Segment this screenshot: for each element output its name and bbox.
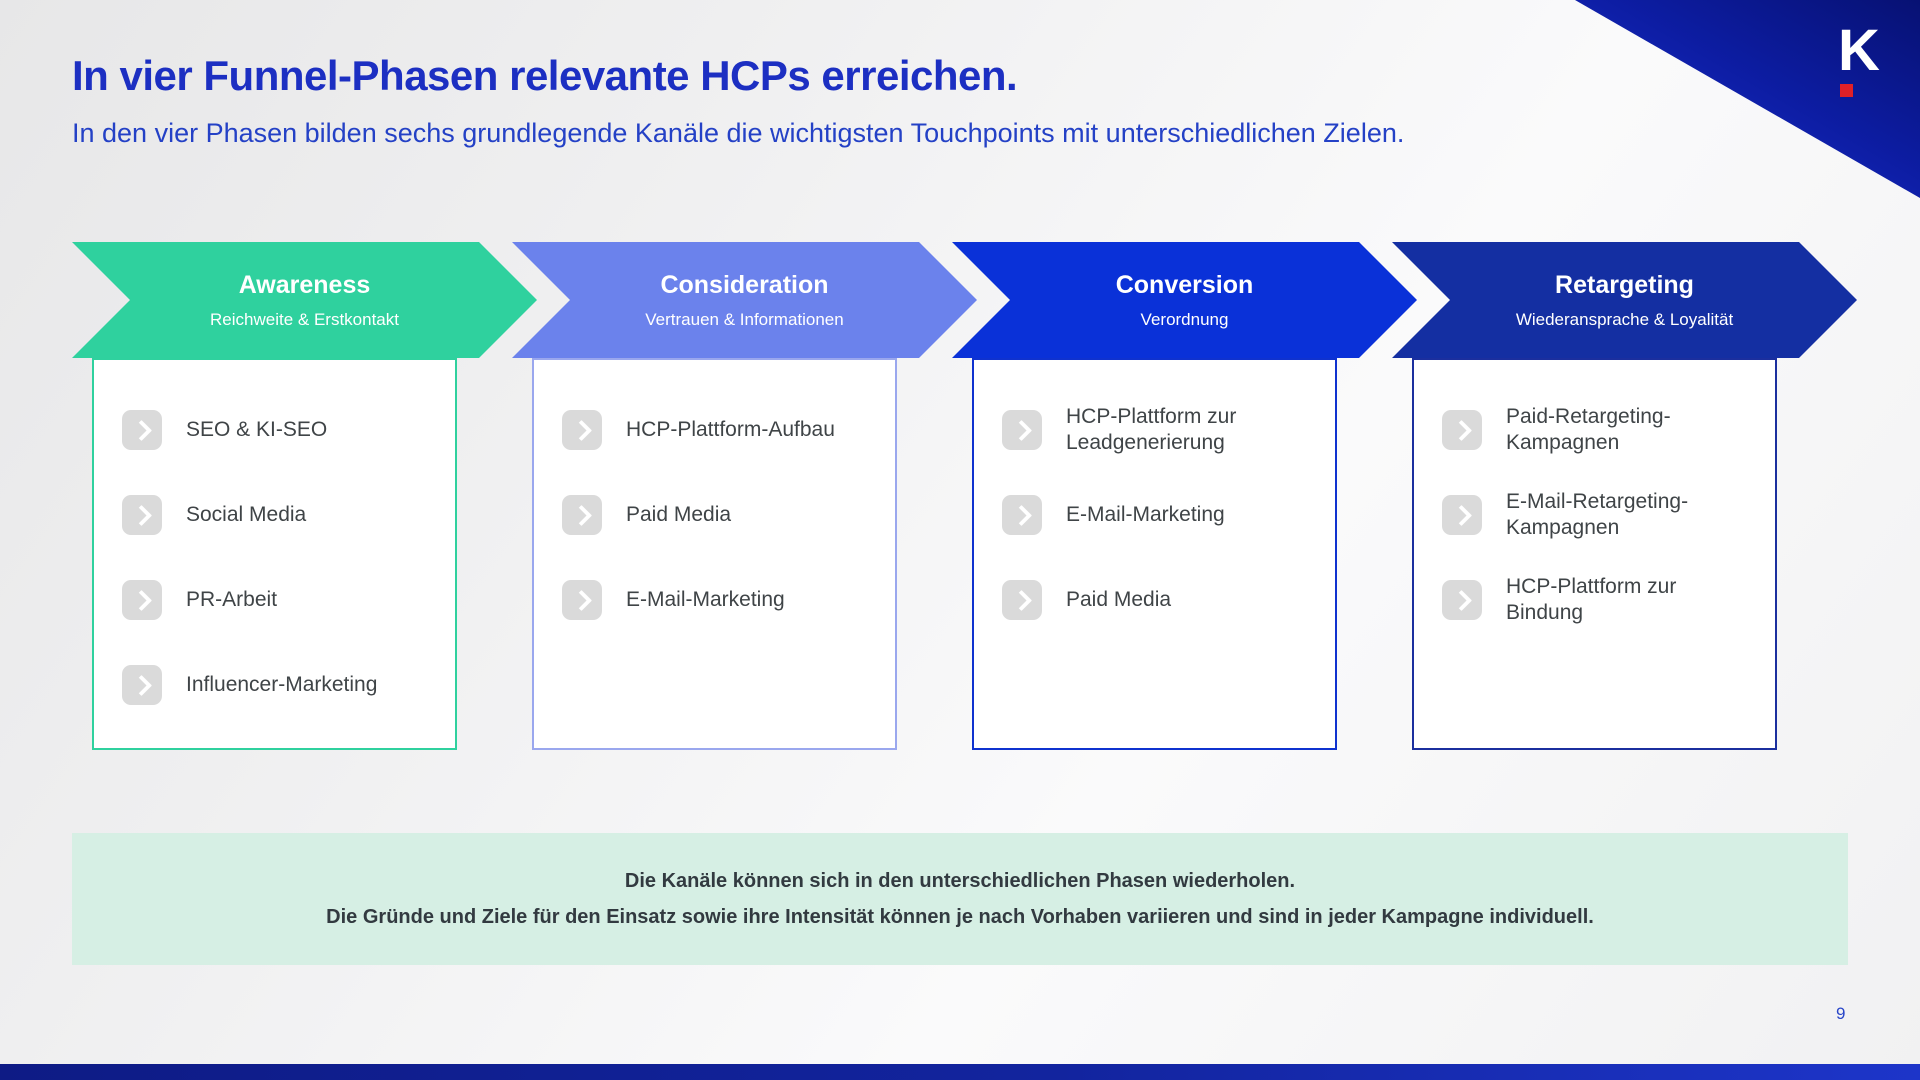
chevron-right-icon [1002, 580, 1042, 620]
brand-logo-red-dot-icon [1840, 84, 1853, 97]
phase-banner-awareness: Awareness Reichweite & Erstkontakt [72, 242, 537, 358]
chevron-right-icon [1442, 580, 1482, 620]
channel-label: HCP-Plattform zur Bindung [1506, 575, 1677, 624]
list-item: Paid Media [1002, 574, 1317, 626]
channel-label: SEO & KI-SEO [186, 418, 328, 441]
channel-box-conversion: HCP-Plattform zur Leadgenerierung E-Mail… [972, 358, 1337, 750]
chevron-right-icon [122, 665, 162, 705]
channel-label: E-Mail-Retargeting-Kampagnen [1506, 490, 1689, 539]
phase-column-awareness: Awareness Reichweite & Erstkontakt SEO &… [72, 242, 537, 750]
page-number: 9 [1836, 1004, 1846, 1023]
chevron-right-icon [562, 410, 602, 450]
note-box: Die Kanäle können sich in den unterschie… [72, 833, 1848, 965]
channel-label: Paid-Retargeting-Kampagnen [1506, 405, 1671, 454]
channel-label: E-Mail-Marketing [1066, 503, 1225, 526]
brand-logo-k: K [1838, 18, 1880, 83]
list-item: Paid Media [562, 489, 877, 541]
channel-box-awareness: SEO & KI-SEO Social Media PR-Arbeit Infl… [92, 358, 457, 750]
list-item: E-Mail-Marketing [562, 574, 877, 626]
phase-column-conversion: Conversion Verordnung HCP-Plattform zur … [952, 242, 1417, 750]
phase-banner-conversion: Conversion Verordnung [952, 242, 1417, 358]
list-item: PR-Arbeit [122, 574, 437, 626]
phase-banner-consideration: Consideration Vertrauen & Informationen [512, 242, 977, 358]
channel-label: Social Media [186, 503, 307, 526]
phase-column-consideration: Consideration Vertrauen & Informationen … [512, 242, 977, 750]
channel-label: HCP-Plattform zur Leadgenerierung [1066, 405, 1237, 454]
phase-subtitle: Reichweite & Erstkontakt [210, 309, 399, 329]
list-item: Social Media [122, 489, 437, 541]
phase-subtitle: Verordnung [1140, 309, 1229, 329]
note-line-1: Die Kanäle können sich in den unterschie… [624, 869, 1296, 892]
chevron-right-icon [1442, 410, 1482, 450]
list-item: E-Mail-Marketing [1002, 489, 1317, 541]
chevron-right-icon [1002, 495, 1042, 535]
phase-title: Retargeting [1555, 270, 1694, 299]
channel-box-retargeting: Paid-Retargeting-Kampagnen E-Mail-Retarg… [1412, 358, 1777, 750]
page-title: In vier Funnel-Phasen relevante HCPs err… [72, 52, 1018, 99]
phase-title: Consideration [660, 270, 829, 299]
phase-title: Conversion [1115, 270, 1254, 299]
channel-label: Influencer-Marketing [186, 673, 378, 696]
chevron-right-icon [1002, 410, 1042, 450]
page-subtitle: In den vier Phasen bilden sechs grundleg… [72, 118, 1405, 148]
channel-label: Paid Media [1066, 588, 1172, 611]
bottom-bar-decoration [0, 1064, 1920, 1080]
list-item: Influencer-Marketing [122, 659, 437, 711]
note-line-2: Die Gründe und Ziele für den Einsatz sow… [326, 905, 1594, 928]
phase-banner-retargeting: Retargeting Wiederansprache & Loyalität [1392, 242, 1857, 358]
chevron-right-icon [1442, 495, 1482, 535]
chevron-right-icon [122, 410, 162, 450]
list-item: Paid-Retargeting-Kampagnen [1442, 404, 1757, 456]
header: In vier Funnel-Phasen relevante HCPs err… [72, 52, 1572, 149]
phase-subtitle: Wiederansprache & Loyalität [1515, 309, 1734, 329]
phase-title: Awareness [238, 270, 371, 299]
chevron-right-icon [122, 580, 162, 620]
channel-box-consideration: HCP-Plattform-Aufbau Paid Media E-Mail-M… [532, 358, 897, 750]
channel-label: Paid Media [626, 503, 732, 526]
chevron-right-icon [562, 495, 602, 535]
list-item: HCP-Plattform zur Bindung [1442, 574, 1757, 626]
list-item: SEO & KI-SEO [122, 404, 437, 456]
chevron-right-icon [122, 495, 162, 535]
list-item: HCP-Plattform-Aufbau [562, 404, 877, 456]
list-item: E-Mail-Retargeting-Kampagnen [1442, 489, 1757, 541]
list-item: HCP-Plattform zur Leadgenerierung [1002, 404, 1317, 456]
channel-label: HCP-Plattform-Aufbau [626, 418, 835, 441]
phase-subtitle: Vertrauen & Informationen [645, 309, 844, 329]
channel-label: E-Mail-Marketing [626, 588, 785, 611]
channel-label: PR-Arbeit [186, 588, 278, 611]
chevron-right-icon [562, 580, 602, 620]
phase-column-retargeting: Retargeting Wiederansprache & Loyalität … [1392, 242, 1857, 750]
